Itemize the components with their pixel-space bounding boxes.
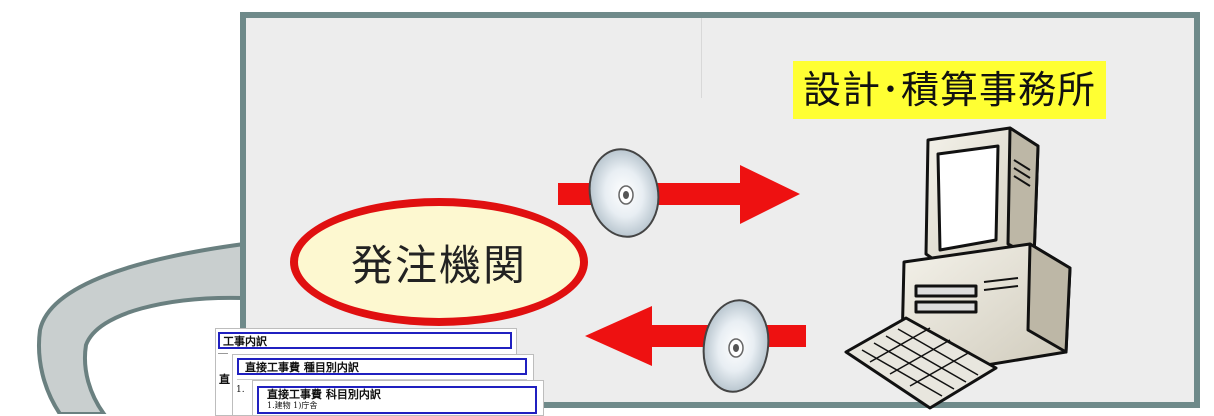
cd-disc-icon (702, 299, 770, 393)
design-office-label: 設計･積算事務所 (793, 61, 1107, 119)
document-side-mark: 1. (236, 385, 245, 395)
document-rule (218, 353, 228, 354)
frame-divider (701, 18, 702, 98)
document-title: 直接工事費 科目別内訳 1.建物 1)庁舎 (257, 386, 537, 414)
ordering-agency-ellipse: 発注機関 (290, 198, 588, 326)
arrow-left-icon (585, 306, 806, 366)
document-title: 直接工事費 種目別内訳 (237, 358, 527, 375)
document-title-text: 直接工事費 科目別内訳 (267, 388, 381, 401)
computer-icon (844, 126, 1072, 410)
cd-disc-icon (588, 148, 660, 238)
document-title: 工事内訳 (218, 332, 512, 349)
document-side-mark: 直 (219, 373, 230, 386)
document-direct-cost-item: 直接工事費 科目別内訳 1.建物 1)庁舎 (252, 380, 544, 416)
ordering-agency-label: 発注機関 (350, 240, 527, 290)
document-subtitle: 1.建物 1)庁舎 (267, 401, 318, 410)
document-rule (237, 379, 527, 380)
